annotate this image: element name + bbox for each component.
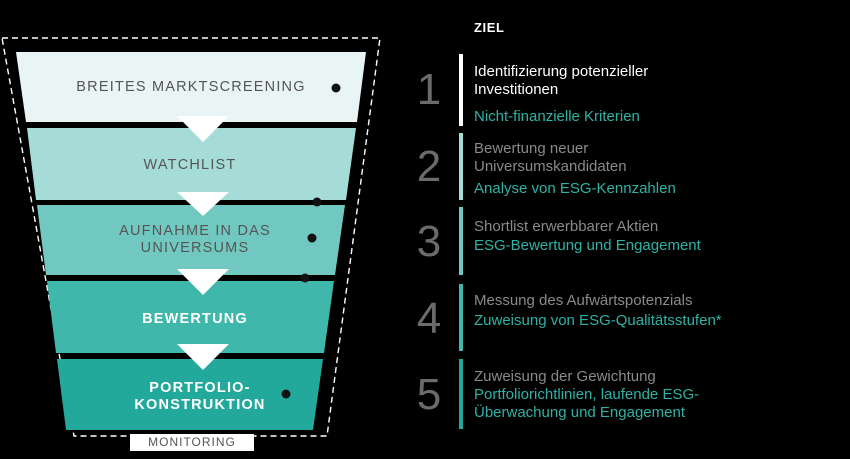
step-description: Messung des Aufwärtspotenzials [474,292,693,309]
step-number: 4 [416,294,442,343]
monitoring-label: MONITORING [130,434,254,451]
step-bar [459,133,463,200]
step-number: 2 [416,142,442,191]
step-description: Bewertung neuer Universumskandidaten [474,140,627,175]
stage-segment-universe [37,205,345,275]
arrow-down-icon [177,192,229,216]
step-description: Shortlist erwerbbarer Aktien [474,218,659,235]
step-number: 3 [416,217,442,266]
step-criteria: Zuweisung von ESG-Qualitätsstufen* [474,312,722,329]
arrow-down-icon [177,344,229,370]
stage-label-market-screening: BREITES MARKTSCREENING [76,79,306,95]
stage-label-evaluation: BEWERTUNG [142,311,248,327]
funnel-outline [1,37,381,437]
stage-label-universe: AUFNAHME IN DAS UNIVERSUMS [119,223,271,256]
step-number: 1 [416,65,442,114]
step-criteria: Analyse von ESG-Kennzahlen [474,180,676,197]
stage-segment-watchlist [27,128,356,200]
stage-segment-market-screening [16,52,366,122]
step-criteria: ESG-Bewertung und Engagement [474,237,701,254]
step-bar [459,207,463,275]
step-bar [459,54,463,126]
stage-label-portfolio: PORTFOLIO-KONSTRUKTION [134,380,266,413]
connector-dot [300,273,310,283]
step-criteria: Nicht-finanzielle Kriterien [474,108,640,125]
arrow-down-icon [177,116,229,142]
connector-dot [307,233,317,243]
step-description: Zuweisung der Gewichtung [474,368,656,385]
arrow-down-icon [177,269,229,295]
connector-dots [281,83,341,399]
connector-dot [312,197,322,207]
connector-dot [331,83,341,93]
stage-label-watchlist: WATCHLIST [143,157,237,173]
step-bar [459,359,463,429]
step-criteria: Portfoliorichtlinien, laufende ESG-Überw… [474,386,700,421]
goal-column-title: ZIEL [474,20,505,35]
stage-segment-portfolio [57,359,323,430]
step-number: 5 [416,370,442,419]
step-description: Identifizierung potenzieller Investition… [474,63,649,98]
step-bar [459,284,463,351]
stage-segment-evaluation [47,281,334,353]
connector-dot [281,389,291,399]
